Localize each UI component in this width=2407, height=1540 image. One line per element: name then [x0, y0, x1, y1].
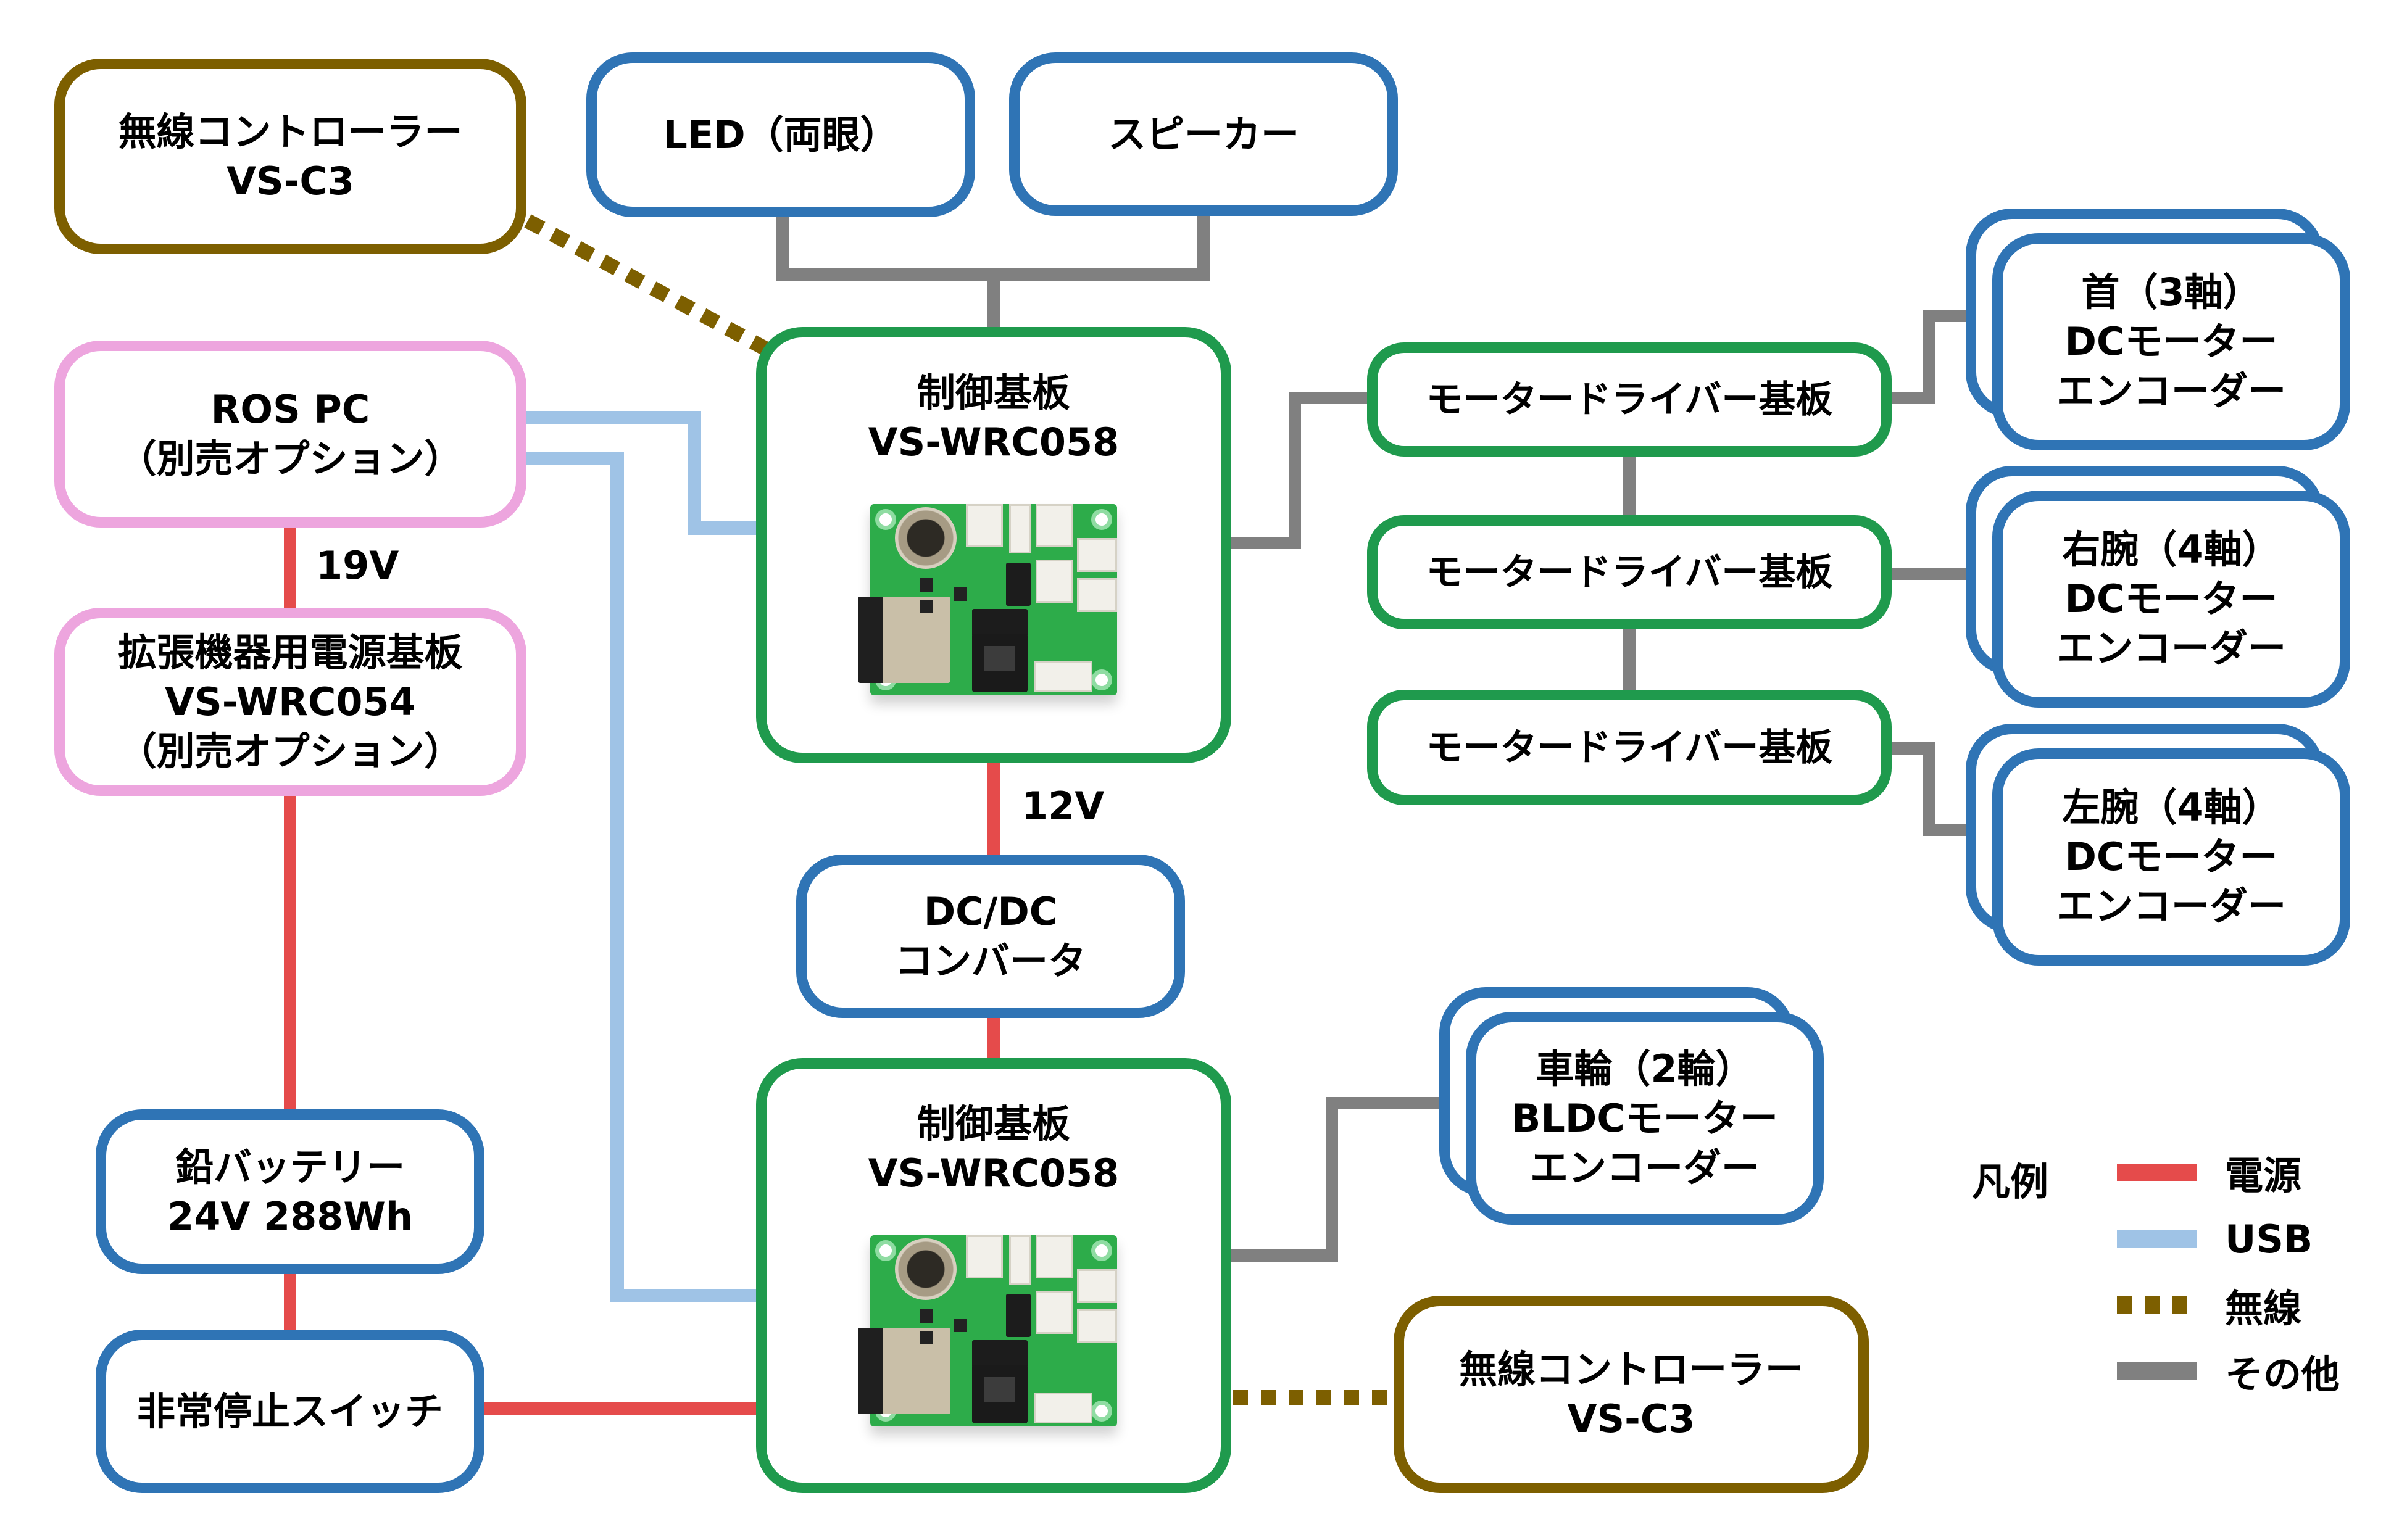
- node-text: DCモーター: [2064, 576, 2278, 621]
- line-board2-to-wheel: [1231, 1097, 1441, 1262]
- node-text: （別売オプション）: [118, 728, 463, 774]
- legend-item-usb: USB: [2117, 1217, 2313, 1262]
- node-text: モータードライバー基板: [1426, 378, 1833, 421]
- right-arm-motor-node: 右腕（4軸） DCモーター エンコーダー: [1992, 491, 2350, 708]
- legend-label: USB: [2225, 1216, 2313, 1262]
- node-text: 24V 288Wh: [167, 1193, 413, 1239]
- node-text: VS-WRC058: [868, 420, 1120, 465]
- node-text: DC/DC: [923, 888, 1058, 934]
- node-text: モータードライバー基板: [1426, 550, 1833, 594]
- voltage-label-19v: 19V: [316, 543, 399, 588]
- legend-swatch-other: [2117, 1362, 2197, 1380]
- node-text: スピーカー: [1107, 111, 1299, 157]
- line-speaker-to-board: [987, 216, 1210, 281]
- ros-pc-node: ROS PC （別売オプション）: [54, 341, 526, 528]
- node-text: ROS PC: [210, 386, 370, 432]
- node-text: VS-C3: [1567, 1396, 1695, 1441]
- pcb-photo: [858, 1235, 1117, 1426]
- neck-motor-node: 首（3軸） DCモーター エンコーダー: [1992, 233, 2350, 450]
- left-arm-motor-node: 左腕（4軸） DCモーター エンコーダー: [1992, 748, 2350, 966]
- node-text: エンコーダー: [2056, 626, 2286, 671]
- node-text: 非常停止スイッチ: [136, 1388, 443, 1434]
- node-text: LED（両眼）: [663, 112, 899, 157]
- motor-driver-board-3: モータードライバー基板: [1367, 690, 1892, 805]
- node-text: 首（3軸）: [2081, 270, 2261, 315]
- line-ros-to-board2: [526, 452, 756, 1302]
- node-text: 右腕（4軸）: [2062, 527, 2280, 572]
- dcdc-converter-node: DC/DC コンバータ: [796, 855, 1185, 1018]
- legend-item-power: 電源: [2117, 1153, 2301, 1198]
- motor-driver-board-1: モータードライバー基板: [1367, 342, 1892, 457]
- node-text: 拡張機器用電源基板: [118, 629, 463, 675]
- legend-label: 電源: [2225, 1153, 2302, 1198]
- node-text: 無線コントローラー: [1458, 1347, 1803, 1392]
- speaker-node: スピーカー: [1009, 52, 1398, 216]
- node-text: エンコーダー: [1529, 1145, 1760, 1190]
- node-text: DCモーター: [2064, 834, 2278, 879]
- control-board-bottom: 制御基板 VS-WRC058: [756, 1058, 1231, 1493]
- motor-driver-board-2: モータードライバー基板: [1367, 515, 1892, 629]
- node-text: VS-WRC054: [165, 679, 416, 724]
- node-text: BLDCモーター: [1511, 1095, 1778, 1141]
- node-text: モータードライバー基板: [1426, 726, 1833, 769]
- line-led-to-board: [776, 217, 1000, 327]
- emergency-stop-node: 非常停止スイッチ: [96, 1330, 484, 1493]
- wireless-controller-bottom: 無線コントローラー VS-C3: [1394, 1296, 1869, 1493]
- line-driver3-to-left-arm: [1892, 742, 1972, 836]
- line-wireless-top-to-board1: [524, 214, 769, 355]
- node-text: 無線コントローラー: [118, 109, 463, 154]
- node-text: VS-WRC058: [868, 1151, 1120, 1196]
- legend-swatch-wireless: [2117, 1296, 2197, 1314]
- node-text: エンコーダー: [2056, 368, 2286, 413]
- node-text: （別売オプション）: [118, 436, 463, 481]
- led-node: LED（両眼）: [586, 52, 975, 217]
- node-text: 左腕（4軸）: [2062, 785, 2280, 830]
- legend-item-other: その他: [2117, 1352, 2340, 1397]
- wheel-motor-node: 車輪（2輪） BLDCモーター エンコーダー: [1466, 1012, 1824, 1225]
- pcb-photo: [858, 504, 1117, 695]
- node-text: コンバータ: [894, 938, 1086, 983]
- node-text: DCモーター: [2064, 319, 2278, 364]
- node-text: VS-C3: [226, 158, 354, 204]
- battery-node: 鉛バッテリー 24V 288Wh: [96, 1109, 484, 1274]
- wireless-controller-top: 無線コントローラー VS-C3: [54, 59, 526, 254]
- control-board-top: 制御基板 VS-WRC058: [756, 327, 1231, 763]
- line-driver1-to-neck: [1892, 310, 1972, 404]
- legend-title: 凡例: [1972, 1159, 2049, 1204]
- line-board-to-driver1: [1231, 392, 1367, 549]
- legend-item-wireless: 無線: [2117, 1286, 2301, 1331]
- legend-swatch-usb: [2117, 1230, 2197, 1248]
- legend-label: 無線: [2225, 1286, 2302, 1331]
- legend-label: その他: [2225, 1352, 2340, 1397]
- node-text: 鉛バッテリー: [175, 1144, 405, 1190]
- power-board-node: 拡張機器用電源基板 VS-WRC054 （別売オプション）: [54, 608, 526, 796]
- node-text: エンコーダー: [2056, 884, 2286, 929]
- voltage-label-12v: 12V: [1021, 784, 1105, 829]
- node-text: 車輪（2輪）: [1536, 1046, 1754, 1091]
- node-text: 制御基板: [917, 370, 1070, 415]
- legend-swatch-power: [2117, 1164, 2197, 1181]
- line-ros-to-board1: [526, 411, 756, 535]
- node-text: 制御基板: [917, 1101, 1070, 1146]
